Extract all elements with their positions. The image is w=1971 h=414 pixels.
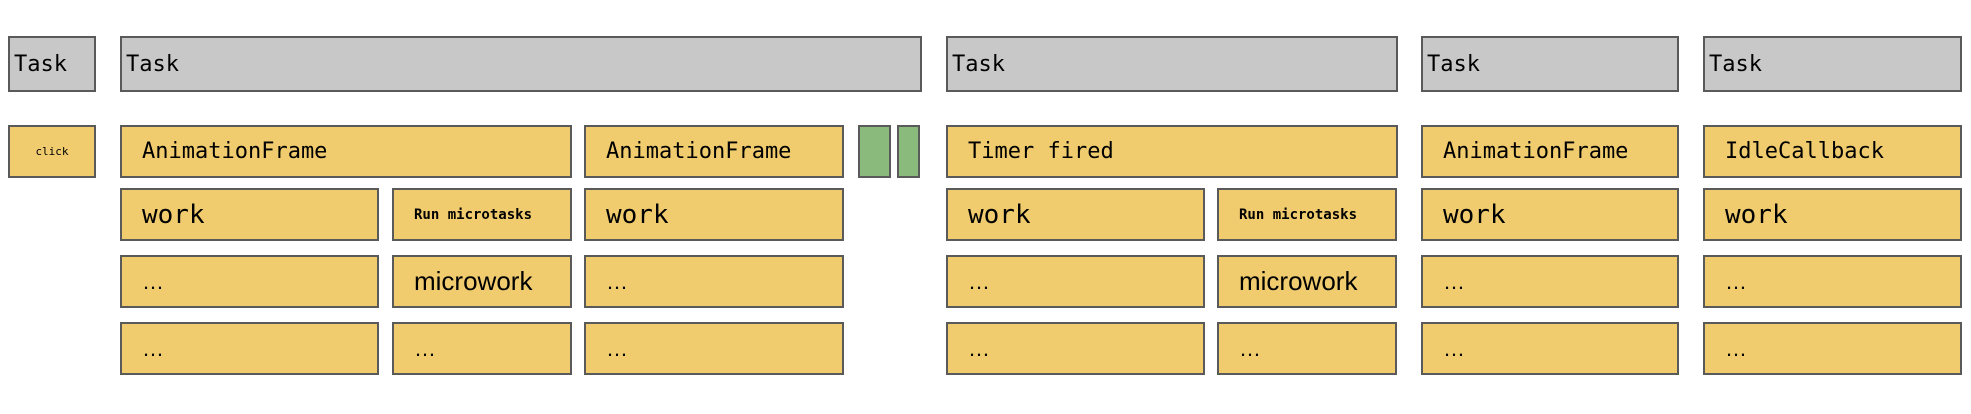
green-block xyxy=(897,125,920,178)
animation-frame-block: AnimationFrame xyxy=(584,125,844,178)
work-block: work xyxy=(584,188,844,241)
ellipsis-block: … xyxy=(946,255,1205,308)
ellipsis-block: … xyxy=(584,322,844,375)
animation-frame-block: AnimationFrame xyxy=(120,125,572,178)
task-block: Task xyxy=(8,36,96,92)
task-block: Task xyxy=(1703,36,1962,92)
ellipsis-block: … xyxy=(1703,322,1962,375)
animation-frame-block: AnimationFrame xyxy=(1421,125,1679,178)
work-block: work xyxy=(946,188,1205,241)
click-event-block: click xyxy=(8,125,96,178)
ellipsis-block: … xyxy=(1703,255,1962,308)
ellipsis-block: … xyxy=(120,322,379,375)
task-block: Task xyxy=(1421,36,1679,92)
ellipsis-block: … xyxy=(392,322,572,375)
ellipsis-block: … xyxy=(120,255,379,308)
work-block: work xyxy=(120,188,379,241)
run-microtasks-block: Run microtasks xyxy=(1217,188,1397,241)
green-block xyxy=(858,125,891,178)
ellipsis-block: … xyxy=(1217,322,1397,375)
ellipsis-block: … xyxy=(1421,322,1679,375)
ellipsis-block: … xyxy=(1421,255,1679,308)
work-block: work xyxy=(1421,188,1679,241)
ellipsis-block: … xyxy=(584,255,844,308)
microwork-block: microwork xyxy=(1217,255,1397,308)
run-microtasks-block: Run microtasks xyxy=(392,188,572,241)
microwork-block: microwork xyxy=(392,255,572,308)
task-block: Task xyxy=(946,36,1398,92)
work-block: work xyxy=(1703,188,1962,241)
timer-fired-block: Timer fired xyxy=(946,125,1398,178)
ellipsis-block: … xyxy=(946,322,1205,375)
idle-callback-block: IdleCallback xyxy=(1703,125,1962,178)
task-block: Task xyxy=(120,36,922,92)
